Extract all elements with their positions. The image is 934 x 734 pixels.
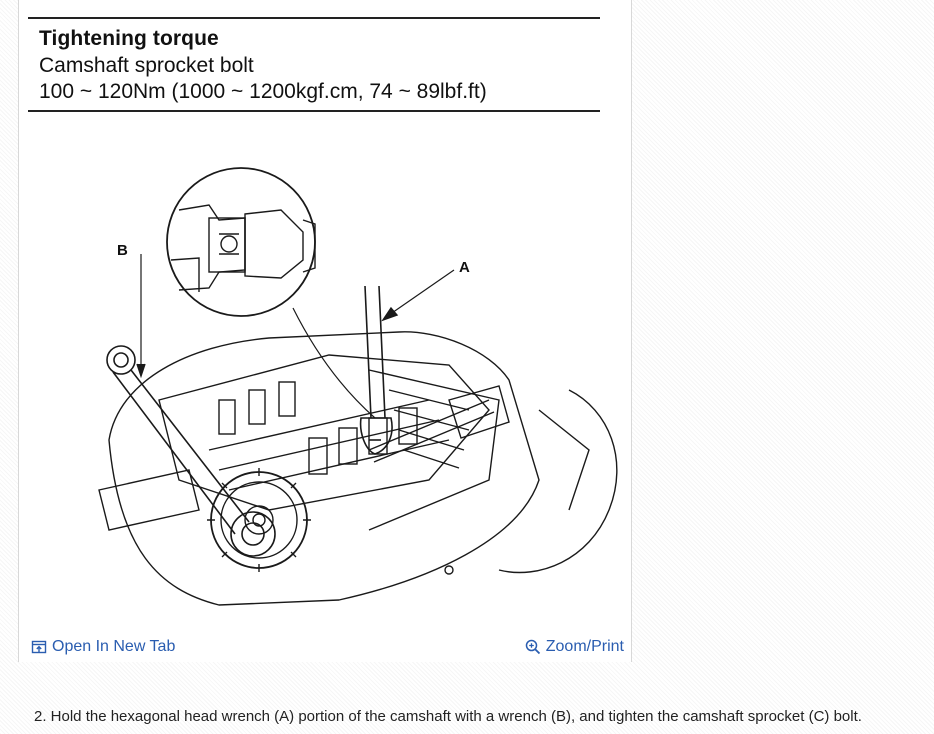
engine-illustration xyxy=(98,167,618,606)
open-new-tab-icon xyxy=(31,640,47,654)
cylinder-head xyxy=(98,331,618,606)
top-rule xyxy=(28,17,600,19)
torque-spec-box: Tightening torque Camshaft sprocket bolt… xyxy=(28,17,600,112)
label-b: B xyxy=(117,242,128,259)
zoom-print-link[interactable]: Zoom/Print xyxy=(525,638,624,656)
zoom-in-icon xyxy=(525,639,540,655)
figure-footer: Open In New Tab Zoom/Print xyxy=(19,630,631,662)
figure-panel: Tightening torque Camshaft sprocket bolt… xyxy=(18,0,632,662)
torque-item: Camshaft sprocket bolt xyxy=(39,54,254,77)
instruction-step-2: 2. Hold the hexagonal head wrench (A) po… xyxy=(34,708,862,725)
label-a: A xyxy=(459,259,470,276)
valve-springs xyxy=(218,381,418,475)
bottom-rule xyxy=(28,110,600,112)
camshaft-sprocket xyxy=(207,468,311,572)
detail-magnifier xyxy=(166,167,316,317)
open-in-new-tab-label: Open In New Tab xyxy=(52,638,176,655)
torque-value: 100 ~ 120Nm (1000 ~ 1200kgf.cm, 74 ~ 89l… xyxy=(39,80,487,103)
wrench-a xyxy=(359,285,393,455)
torque-title: Tightening torque xyxy=(39,27,219,50)
open-in-new-tab-link[interactable]: Open In New Tab xyxy=(31,638,175,656)
zoom-print-label: Zoom/Print xyxy=(545,638,624,655)
wrench-b xyxy=(106,345,276,557)
